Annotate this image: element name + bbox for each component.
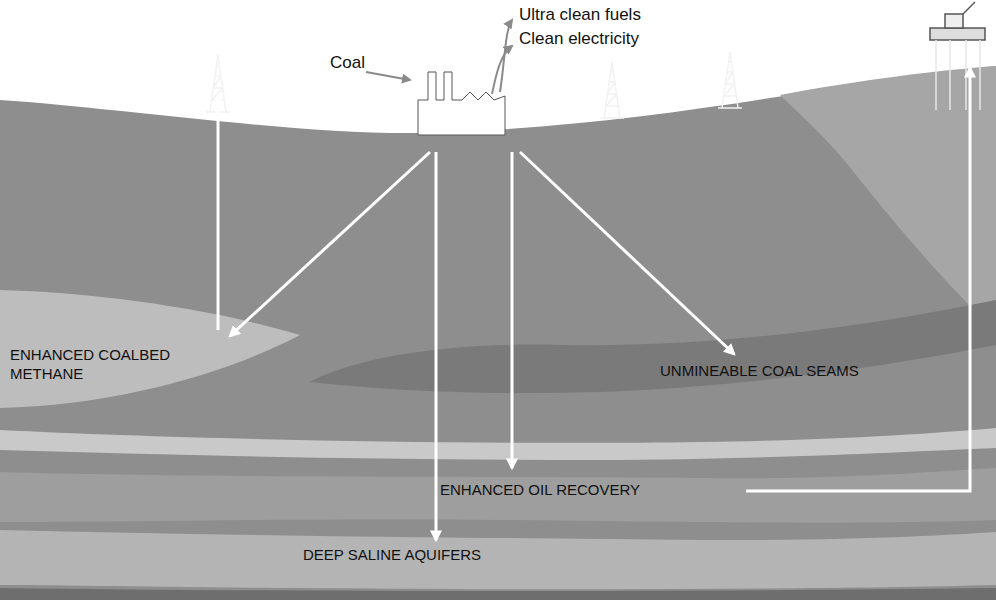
output-label: Clean electricity — [519, 28, 639, 49]
deep-stratum — [0, 588, 996, 600]
region-label: UNMINEABLE COAL SEAMS — [660, 362, 859, 381]
injection-arrows — [218, 68, 970, 540]
light-stratum — [0, 428, 996, 460]
output-label: Ultra clean fuels — [519, 4, 641, 25]
derrick — [600, 62, 624, 118]
input-arrow — [366, 72, 410, 80]
oil-stratum — [0, 468, 996, 523]
region-label: ENHANCED COALBED METHANE — [10, 346, 210, 384]
offshore-platform — [930, 2, 985, 110]
output-arrow — [500, 20, 512, 92]
derrick — [718, 52, 742, 108]
input-label: Coal — [330, 52, 365, 73]
aquifer-stratum — [0, 530, 996, 589]
region-label: DEEP SALINE AQUIFERS — [303, 546, 481, 565]
offshore-zone — [780, 66, 996, 330]
power-plant — [418, 72, 505, 135]
output-arrow — [492, 46, 512, 94]
coalbed-lens — [0, 290, 300, 408]
region-label: ENHANCED OIL RECOVERY — [440, 481, 640, 500]
ground — [0, 66, 996, 600]
coal-seam-band — [310, 300, 996, 393]
